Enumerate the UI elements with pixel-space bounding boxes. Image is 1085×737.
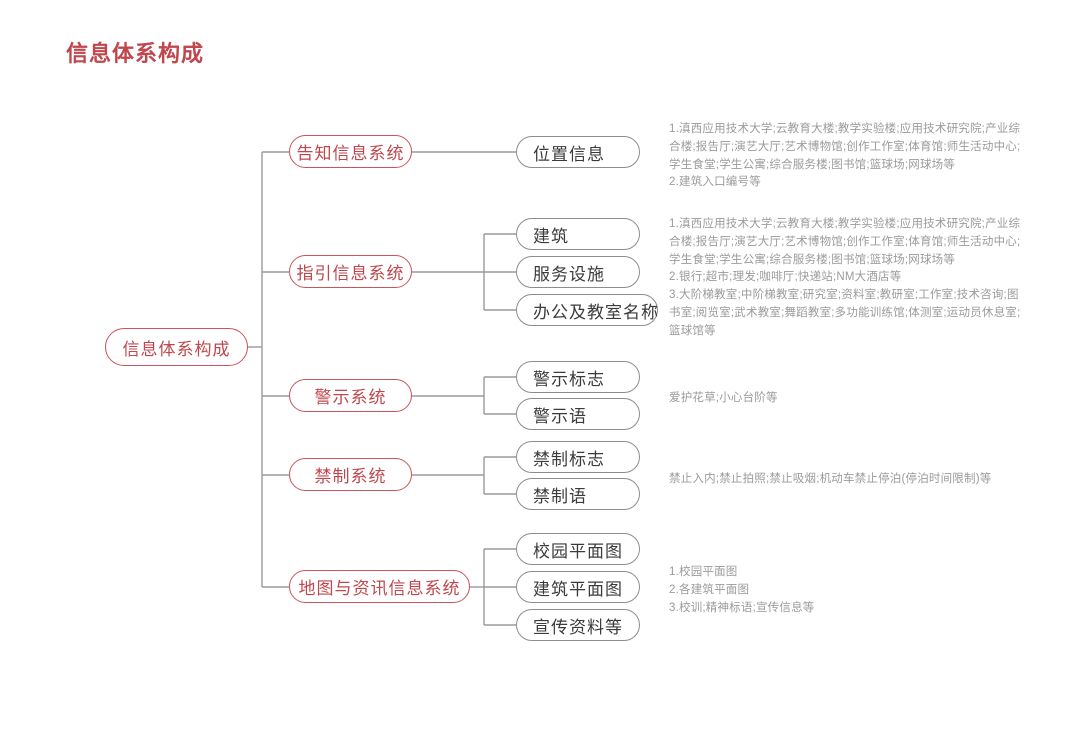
page-title: 信息体系构成 (66, 41, 205, 66)
annotation-notify: 1.滇西应用技术大学;云教育大楼;教学实验楼;应用技术研究院;产业综合楼;报告厅… (669, 121, 1025, 192)
node-leaf-location-info[interactable]: 位置信息 (516, 136, 640, 168)
annotation-line: 1.滇西应用技术大学;云教育大楼;教学实验楼;应用技术研究院;产业综合楼;报告厅… (669, 218, 1021, 266)
node-leaf-service-facility[interactable]: 服务设施 (516, 256, 640, 288)
node-branch-warning[interactable]: 警示系统 (289, 379, 412, 412)
node-branch-prohibition-label: 禁制系统 (314, 467, 387, 486)
node-leaf-promo-material-label: 宣传资料等 (533, 617, 623, 637)
node-branch-notify-label: 告知信息系统 (296, 144, 405, 163)
annotation-map-info: 1.校园平面图 2.各建筑平面图 3.校训;精神标语;宣传信息等 (669, 564, 1025, 617)
node-leaf-promo-material[interactable]: 宣传资料等 (516, 609, 640, 641)
node-root[interactable]: 信息体系构成 (105, 328, 248, 366)
node-leaf-location-info-label: 位置信息 (533, 144, 605, 164)
annotation-line: 2.银行;超市;理发;咖啡厅;快递站;NM大酒店等 (669, 271, 902, 284)
node-leaf-office-classroom-name-label: 办公及教室名称 (533, 302, 659, 322)
node-branch-map-info-label: 地图与资讯信息系统 (298, 579, 461, 598)
node-leaf-warning-sign-label: 警示标志 (533, 369, 605, 389)
node-leaf-service-facility-label: 服务设施 (533, 264, 605, 284)
node-root-label: 信息体系构成 (122, 339, 231, 359)
node-leaf-building-label: 建筑 (533, 226, 569, 246)
node-leaf-building[interactable]: 建筑 (516, 218, 640, 250)
annotation-line: 1.校园平面图 (669, 566, 738, 578)
node-branch-guide[interactable]: 指引信息系统 (289, 255, 412, 288)
annotation-line: 爱护花草;小心台阶等 (669, 392, 778, 404)
node-leaf-building-plan[interactable]: 建筑平面图 (516, 571, 640, 603)
node-branch-map-info[interactable]: 地图与资讯信息系统 (289, 570, 470, 603)
annotation-line: 2.各建筑平面图 (669, 583, 750, 596)
annotation-guide: 1.滇西应用技术大学;云教育大楼;教学实验楼;应用技术研究院;产业综合楼;报告厅… (669, 216, 1025, 341)
annotation-line: 2.建筑入口编号等 (669, 176, 761, 189)
annotation-line: 禁止入内;禁止拍照;禁止吸烟;机动车禁止停泊(停泊时间限制)等 (669, 473, 992, 485)
annotation-prohibition: 禁止入内;禁止拍照;禁止吸烟;机动车禁止停泊(停泊时间限制)等 (669, 471, 1039, 489)
annotation-line: 1.滇西应用技术大学;云教育大楼;教学实验楼;应用技术研究院;产业综合楼;报告厅… (669, 123, 1021, 171)
node-branch-guide-label: 指引信息系统 (296, 264, 405, 283)
node-branch-warning-label: 警示系统 (314, 388, 387, 407)
annotation-line: 3.校训;精神标语;宣传信息等 (669, 601, 815, 614)
node-leaf-campus-plan-label: 校园平面图 (533, 541, 623, 561)
node-leaf-office-classroom-name[interactable]: 办公及教室名称 (516, 294, 658, 326)
node-leaf-warning-phrase-label: 警示语 (533, 406, 587, 426)
node-leaf-building-plan-label: 建筑平面图 (533, 579, 623, 599)
annotation-warning: 爱护花草;小心台阶等 (669, 390, 1025, 408)
node-branch-notify[interactable]: 告知信息系统 (289, 135, 412, 168)
node-leaf-campus-plan[interactable]: 校园平面图 (516, 533, 640, 565)
node-leaf-prohibition-sign-label: 禁制标志 (533, 449, 605, 469)
node-leaf-prohibition-phrase[interactable]: 禁制语 (516, 478, 640, 510)
annotation-line: 3.大阶梯教室;中阶梯教室;研究室;资料室;教研室;工作室;技术咨询;图书室;阅… (669, 289, 1021, 337)
node-leaf-warning-phrase[interactable]: 警示语 (516, 398, 640, 430)
node-leaf-warning-sign[interactable]: 警示标志 (516, 361, 640, 393)
node-leaf-prohibition-phrase-label: 禁制语 (533, 486, 587, 506)
node-leaf-prohibition-sign[interactable]: 禁制标志 (516, 441, 640, 473)
node-branch-prohibition[interactable]: 禁制系统 (289, 458, 412, 491)
